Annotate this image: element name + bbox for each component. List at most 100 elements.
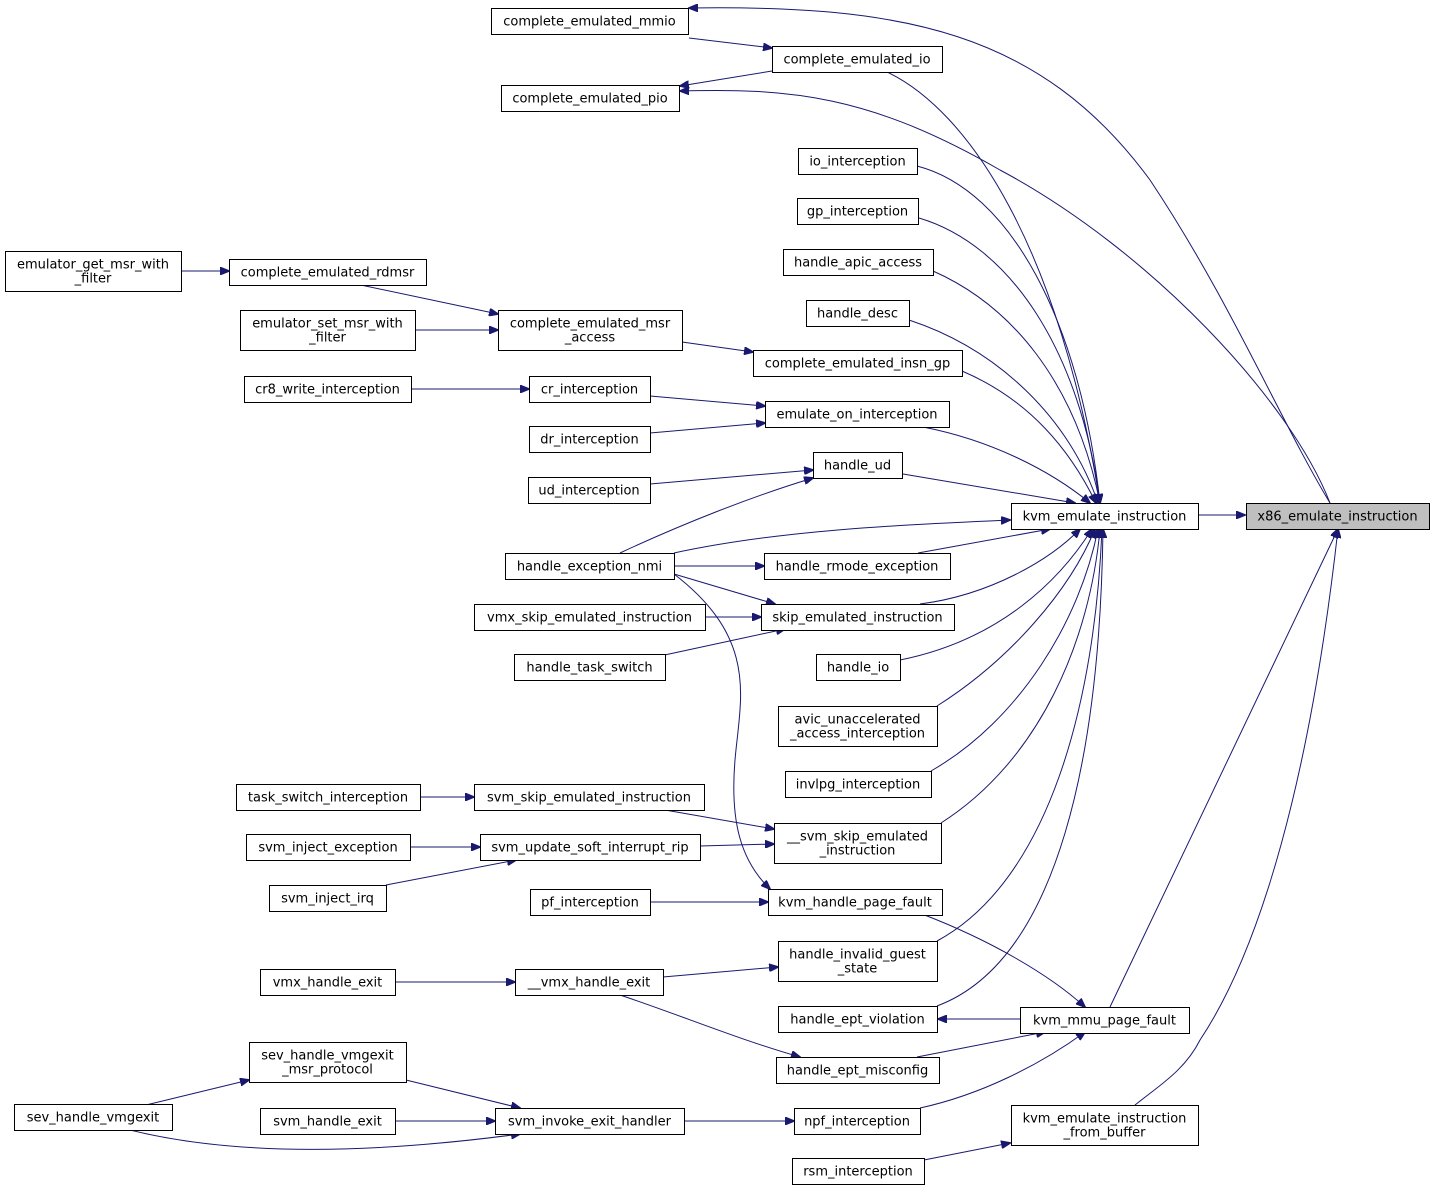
edge-page-fault-to-mmu-fault: [921, 913, 1085, 1007]
node-box: [240, 310, 416, 351]
edge-exception-nmi-to-handle-ud: [619, 478, 813, 554]
node-complete-emulated-pio[interactable]: complete_emulated_pio: [501, 85, 680, 112]
node-emulator-get-msr-with-filter[interactable]: emulator_get_msr_with_filter: [5, 251, 182, 292]
edge-from-buffer-to-x86: [1134, 529, 1338, 1106]
node-handle-ept-misconfig[interactable]: handle_ept_misconfig: [776, 1057, 940, 1084]
node-complete-emulated-rdmsr[interactable]: complete_emulated_rdmsr: [229, 259, 427, 286]
node-label: pf_interception: [541, 896, 639, 911]
node-label: handle_ept_misconfig: [787, 1064, 928, 1079]
node-handle-rmode-exception[interactable]: handle_rmode_exception: [764, 553, 951, 580]
edge-vmx-handle-to-invalid-guest: [662, 967, 778, 978]
node-svm-inject-irq[interactable]: svm_inject_irq: [269, 885, 387, 912]
edge-mmu-fault-to-x86: [1109, 529, 1338, 1008]
node-complete-emulated-msr-access[interactable]: complete_emulated_msr_access: [498, 310, 683, 351]
node-kvm-emulate-instruction[interactable]: kvm_emulate_instruction: [1011, 503, 1199, 530]
edge-ept-violation-to-kvm: [936, 529, 1103, 1007]
node-rsm-interception[interactable]: rsm_interception: [792, 1158, 925, 1185]
node-label: x86_emulate_instruction: [1257, 510, 1417, 525]
node-kvm-emulate-instruction-from-buffer[interactable]: kvm_emulate_instruction_from_buffer: [1011, 1105, 1199, 1146]
node-task-switch-interception[interactable]: task_switch_interception: [236, 784, 421, 811]
node-svm-inject-exception[interactable]: svm_inject_exception: [246, 834, 411, 861]
node-label: io_interception: [809, 155, 905, 170]
edge-svm-inject-irq-to-update-rip: [385, 860, 516, 886]
node-label: _filter: [74, 272, 112, 287]
node-label: npf_interception: [804, 1115, 910, 1130]
node-box: [474, 784, 705, 811]
node-gp-interception[interactable]: gp_interception: [797, 198, 919, 225]
node-emulate-on-interception[interactable]: emulate_on_interception: [765, 401, 950, 428]
node-handle-apic-access[interactable]: handle_apic_access: [783, 249, 934, 276]
node-box: [783, 249, 934, 276]
node-label: kvm_emulate_instruction: [1023, 1112, 1187, 1127]
node-complete-emulated-mmio[interactable]: complete_emulated_mmio: [491, 8, 689, 35]
node-label: __svm_skip_emulated: [786, 830, 928, 845]
edge-rsm-to-from-buffer: [923, 1143, 1010, 1161]
node-box: [246, 834, 411, 861]
node-vmx-skip-emulated-instruction[interactable]: vmx_skip_emulated_instruction: [474, 604, 706, 631]
node-box: [229, 259, 427, 286]
edge-ud-interception-to-handle-ud: [649, 470, 813, 485]
node-npf-interception[interactable]: npf_interception: [794, 1108, 921, 1135]
node-svm-invoke-exit-handler[interactable]: svm_invoke_exit_handler: [495, 1108, 685, 1135]
node-cr-interception[interactable]: cr_interception: [529, 376, 651, 403]
node-avic-unaccelerated-access-interception[interactable]: avic_unaccelerated_access_interception: [778, 706, 938, 747]
node-kvm-handle-page-fault[interactable]: kvm_handle_page_fault: [768, 889, 943, 916]
node-label: emulator_get_msr_with: [17, 258, 169, 273]
node-svm-skip-emulated-instruction[interactable]: svm_skip_emulated_instruction: [474, 784, 705, 811]
edge-rmode-exception-to-kvm: [917, 529, 1050, 554]
node-vmx-handle-exit[interactable]: vmx_handle_exit: [260, 969, 396, 996]
edge-handle-desc-to-kvm: [908, 319, 1098, 503]
node-label: _access: [564, 331, 616, 346]
node-handle-invalid-guest-state[interactable]: handle_invalid_guest_state: [778, 941, 938, 982]
node-label: complete_emulated_mmio: [503, 15, 675, 30]
node-label: complete_emulated_rdmsr: [241, 266, 415, 281]
edge-emulated-io-to-kvm: [884, 70, 1100, 503]
node-sev-handle-vmgexit-msr-protocol[interactable]: sev_handle_vmgexit_msr_protocol: [249, 1042, 407, 1083]
node-label: handle_desc: [817, 307, 898, 322]
node-skip-emulated-instruction[interactable]: skip_emulated_instruction: [761, 604, 955, 631]
node-dr-interception[interactable]: dr_interception: [529, 426, 651, 453]
node-box: [768, 889, 943, 916]
node-handle-io[interactable]: handle_io: [816, 654, 901, 681]
node-x86-emulate-instruction[interactable]: x86_emulate_instruction: [1246, 503, 1430, 530]
node-box: [1011, 1105, 1199, 1146]
node-pf-interception[interactable]: pf_interception: [530, 889, 651, 916]
edge-dr-to-emulate-on: [649, 423, 765, 434]
node-label: _filter: [308, 331, 346, 346]
node-handle-ept-violation[interactable]: handle_ept_violation: [778, 1006, 938, 1033]
node-cr8-write-interception[interactable]: cr8_write_interception: [244, 376, 412, 403]
node-complete-emulated-io[interactable]: complete_emulated_io: [772, 46, 943, 73]
edge-handle-ud-to-kvm: [902, 473, 1075, 503]
node-label: complete_emulated_pio: [512, 92, 667, 107]
node-label: dr_interception: [540, 433, 638, 448]
node-vmx-handle-exit[interactable]: __vmx_handle_exit: [515, 969, 664, 996]
edge-avic-to-kvm: [936, 529, 1095, 707]
node-box: [260, 969, 396, 996]
edges: [129, 8, 1338, 1161]
node-io-interception[interactable]: io_interception: [798, 148, 918, 175]
edge-vmx-handle-to-ept-misconfig: [619, 994, 800, 1057]
node-sev-handle-vmgexit[interactable]: sev_handle_vmgexit: [14, 1104, 173, 1131]
node-kvm-mmu-page-fault[interactable]: kvm_mmu_page_fault: [1020, 1007, 1190, 1034]
node-svm-update-soft-interrupt-rip[interactable]: svm_update_soft_interrupt_rip: [480, 834, 701, 861]
edge-exception-nmi-to-kvm: [673, 520, 1010, 554]
node-box: [495, 1108, 685, 1135]
node-box: [765, 401, 950, 428]
node-box: [236, 784, 421, 811]
node-handle-ud[interactable]: handle_ud: [813, 452, 903, 479]
node-svm-skip-emulated-instruction[interactable]: __svm_skip_emulated_instruction: [774, 823, 942, 864]
node-complete-emulated-insn-gp[interactable]: complete_emulated_insn_gp: [753, 350, 963, 377]
node-box: [530, 889, 651, 916]
node-handle-task-switch[interactable]: handle_task_switch: [514, 654, 666, 681]
node-invlpg-interception[interactable]: invlpg_interception: [785, 771, 932, 798]
edge-exception-nmi-to-page-fault: [673, 573, 770, 889]
node-handle-desc[interactable]: handle_desc: [806, 300, 910, 327]
node-svm-handle-exit[interactable]: svm_handle_exit: [260, 1108, 396, 1135]
node-ud-interception[interactable]: ud_interception: [528, 477, 651, 504]
node-box: [529, 376, 651, 403]
edge-io-interception-to-kvm: [916, 165, 1100, 503]
node-emulator-set-msr-with-filter[interactable]: emulator_set_msr_with_filter: [240, 310, 416, 351]
node-label: complete_emulated_io: [783, 53, 930, 68]
node-handle-exception-nmi[interactable]: handle_exception_nmi: [505, 553, 675, 580]
